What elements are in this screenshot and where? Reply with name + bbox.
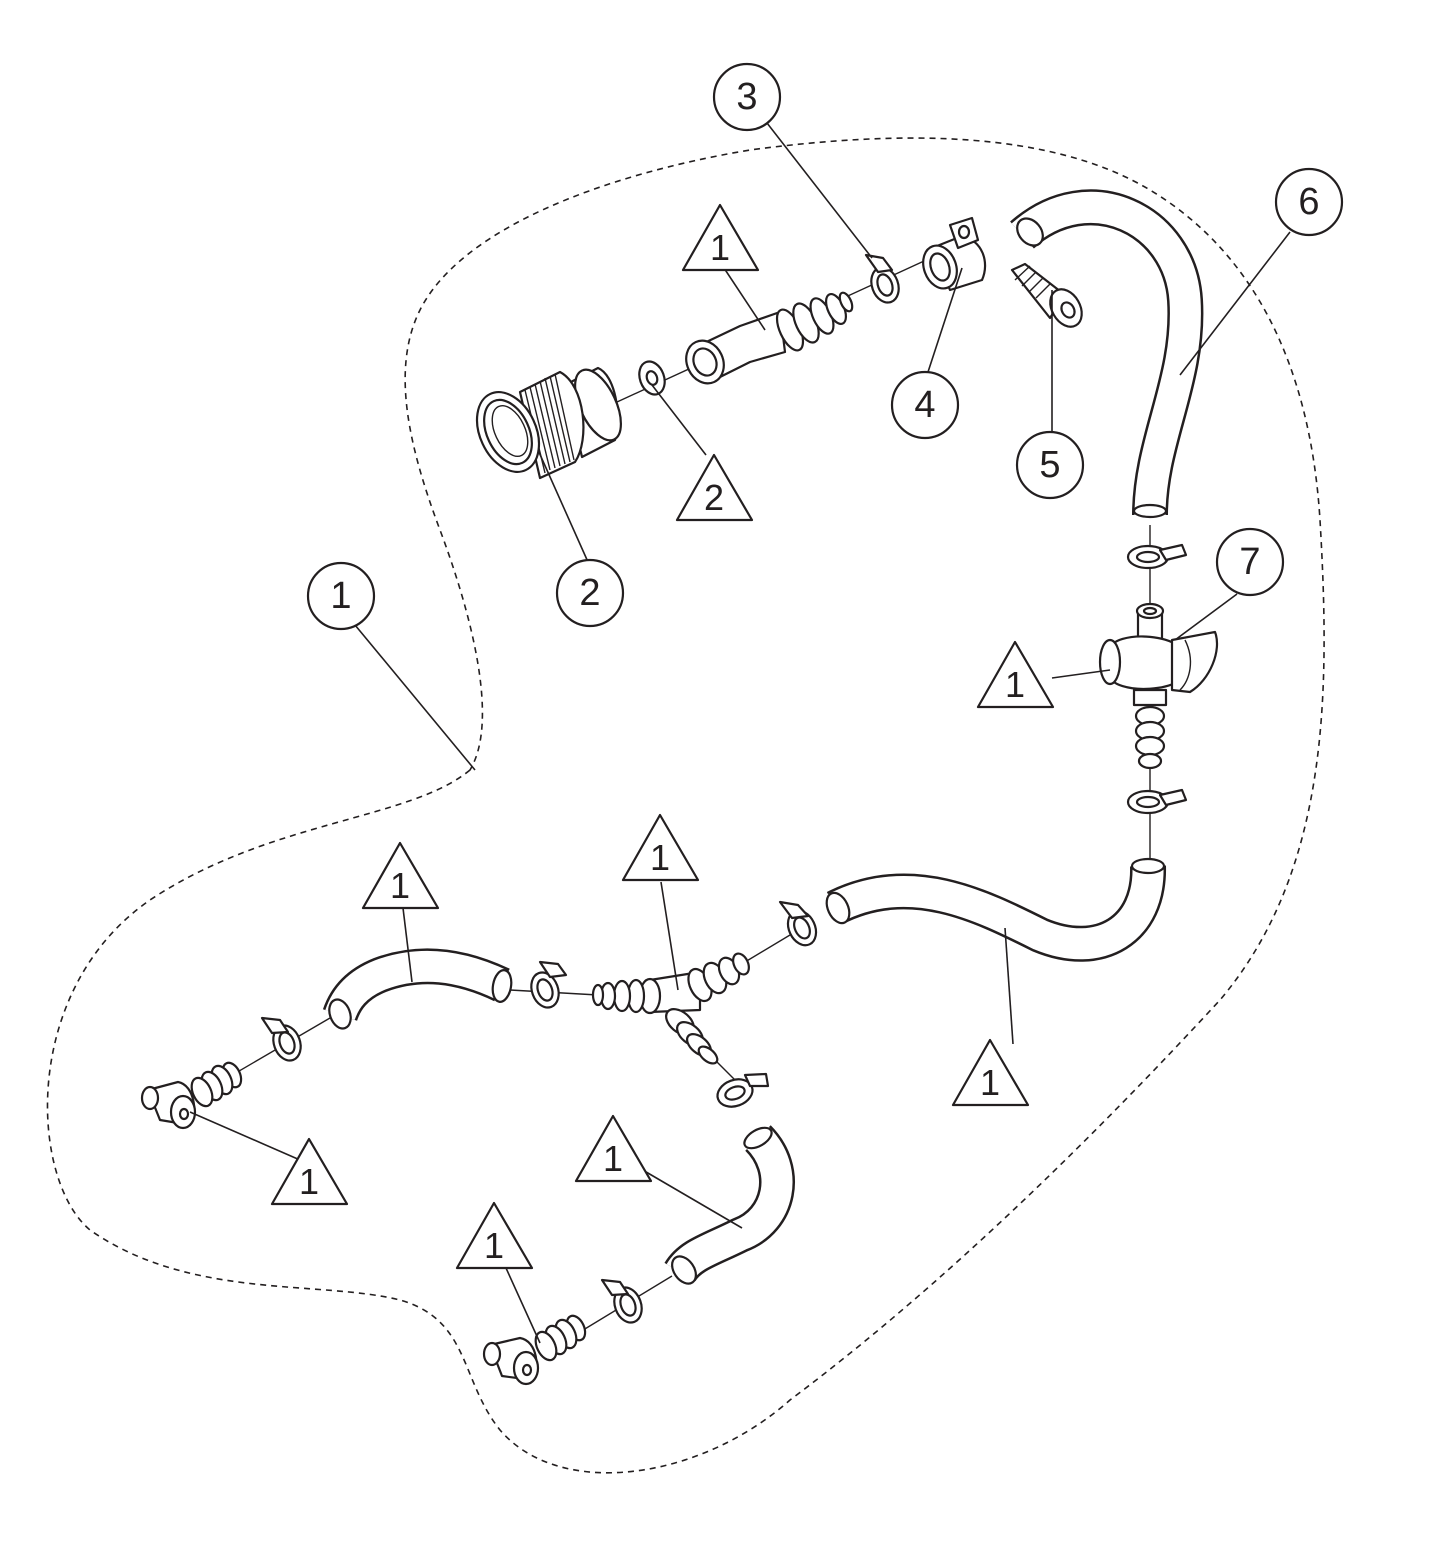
triangle-callout-hose-left: 1: [361, 841, 440, 910]
callout-circle-7: 7: [1215, 527, 1285, 597]
hose-bottom: [664, 1125, 795, 1285]
callout-circle-1: 1: [306, 561, 376, 631]
hose-clamp-valve-top: [1126, 543, 1188, 570]
hose-clamp-right: [778, 900, 818, 947]
callout-label-6: 6: [1298, 181, 1319, 223]
hose-left: [322, 948, 513, 1030]
hose-clamp-tee-left: [530, 960, 568, 1009]
hose-lower-right: [825, 857, 1166, 962]
elbow-nozzle-left: [140, 1061, 243, 1130]
triangle-label-washer: 2: [704, 477, 724, 518]
hose-clamp-tee-down: [716, 1072, 770, 1108]
callout-circle-6: 6: [1274, 167, 1344, 237]
triangle-label-hose-bottom: 1: [603, 1138, 623, 1179]
kit-boundary-dashed-outline: [46, 137, 1325, 1474]
triangle-label-adapter: 1: [710, 227, 730, 268]
leader-lines: [189, 122, 1291, 1344]
triangle-label-elbow-bottom: 1: [484, 1225, 504, 1266]
swivel-hose-connector: [475, 366, 622, 480]
triangle-label-valve: 1: [1005, 664, 1025, 705]
hose-upper: [1010, 189, 1204, 519]
callout-label-4: 4: [914, 384, 935, 426]
elbow-nozzle-bottom: [482, 1314, 587, 1386]
callout-circle-3: 3: [712, 62, 782, 132]
triangle-label-hose-right: 1: [980, 1062, 1000, 1103]
triangle-label-tee: 1: [650, 837, 670, 878]
callout-label-2: 2: [579, 572, 600, 614]
triangle-callout-hose-bottom: 1: [574, 1114, 653, 1183]
triangle-label-elbow-left: 1: [299, 1161, 319, 1202]
hose-adapter-barb: [685, 291, 854, 385]
triangle-callout-valve: 1: [976, 640, 1055, 709]
triangle-callout-adapter: 1: [681, 203, 760, 272]
callout-label-1: 1: [330, 575, 351, 617]
callout-circle-5: 5: [1015, 430, 1085, 500]
callout-label-3: 3: [736, 76, 757, 118]
triangle-callout-hose-right: 1: [951, 1038, 1030, 1107]
hose-clamp-bottom: [600, 1278, 643, 1324]
hose-clamp-top: [864, 253, 900, 304]
triangle-label-hose-left: 1: [390, 865, 410, 906]
assembly-axis-line-tee-right: [739, 934, 791, 966]
callout-circle-2: 2: [555, 558, 625, 628]
callout-label-7: 7: [1239, 541, 1260, 583]
hose-clamp-left: [260, 1016, 302, 1062]
triangle-callout-washer: 2: [675, 453, 754, 522]
triangle-callout-tee: 1: [621, 813, 700, 882]
mounting-screw: [1010, 262, 1083, 328]
triangle-callout-elbow-bottom: 1: [455, 1201, 534, 1270]
callout-circle-4: 4: [890, 370, 960, 440]
mounting-bracket: [922, 216, 987, 292]
shutoff-valve: [1098, 602, 1219, 770]
washer: [638, 360, 666, 396]
hose-clamp-valve-bottom: [1126, 788, 1188, 815]
triangle-callout-elbow-left: 1: [270, 1137, 349, 1206]
assembly-axis-line-tee-down: [714, 1059, 736, 1081]
callout-label-5: 5: [1039, 444, 1060, 486]
tee-connector: [591, 952, 750, 1065]
